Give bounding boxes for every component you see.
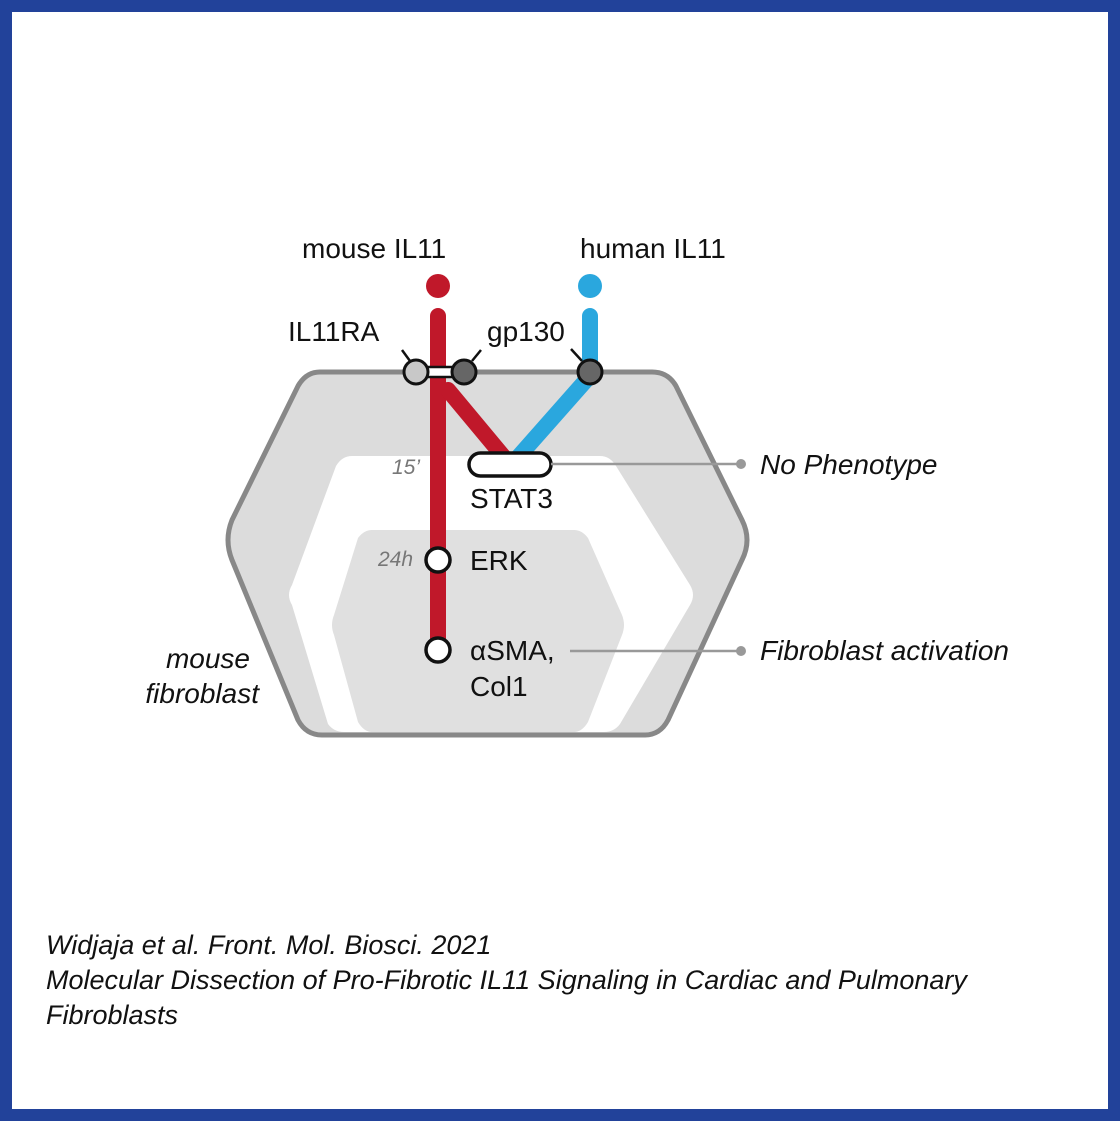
stat3-label: STAT3 bbox=[470, 483, 553, 514]
nucleus bbox=[332, 530, 624, 732]
erk-label: ERK bbox=[470, 545, 528, 576]
no-phenotype-label: No Phenotype bbox=[760, 449, 937, 480]
mouse-il11-ligand bbox=[426, 274, 450, 298]
mouse-pathway-to-stat3 bbox=[440, 382, 516, 470]
asma-label-line1: αSMA, bbox=[470, 635, 555, 666]
il11ra-label: IL11RA bbox=[288, 316, 380, 347]
erk-timepoint: 24h bbox=[377, 548, 413, 571]
asma-node bbox=[424, 636, 452, 664]
stat3-timepoint: 15’ bbox=[392, 456, 420, 479]
gp130-leader bbox=[471, 349, 482, 362]
gp130-human-leader bbox=[570, 348, 583, 362]
erk-node bbox=[424, 546, 452, 574]
citation-line-2: Molecular Dissection of Pro-Fibrotic IL1… bbox=[46, 965, 967, 995]
human-pathway-to-stat3 bbox=[504, 370, 596, 472]
human-il11-label: human IL11 bbox=[580, 233, 726, 264]
cell-label-line1: mouse bbox=[166, 643, 250, 674]
asma-outcome-dot bbox=[736, 646, 746, 656]
cell-label-line2: fibroblast bbox=[145, 678, 260, 709]
citation: Widjaja et al. Front. Mol. Biosci. 2021 … bbox=[46, 928, 1086, 1033]
mouse-il11-label: mouse IL11 bbox=[302, 233, 446, 264]
gp130-label: gp130 bbox=[487, 316, 565, 347]
gp130-receptor-mouse bbox=[450, 358, 478, 386]
gp130-receptor-human bbox=[576, 358, 604, 386]
citation-line-1: Widjaja et al. Front. Mol. Biosci. 2021 bbox=[46, 930, 492, 960]
human-il11-ligand bbox=[578, 274, 602, 298]
asma-label-line2: Col1 bbox=[470, 671, 528, 702]
citation-line-3: Fibroblasts bbox=[46, 1000, 179, 1030]
il11ra-leader bbox=[400, 349, 412, 362]
fibroblast-activation-label: Fibroblast activation bbox=[760, 635, 1009, 666]
stat3-outcome-dot bbox=[736, 459, 746, 469]
il11ra-receptor bbox=[402, 358, 430, 386]
stat3-node bbox=[467, 451, 553, 478]
